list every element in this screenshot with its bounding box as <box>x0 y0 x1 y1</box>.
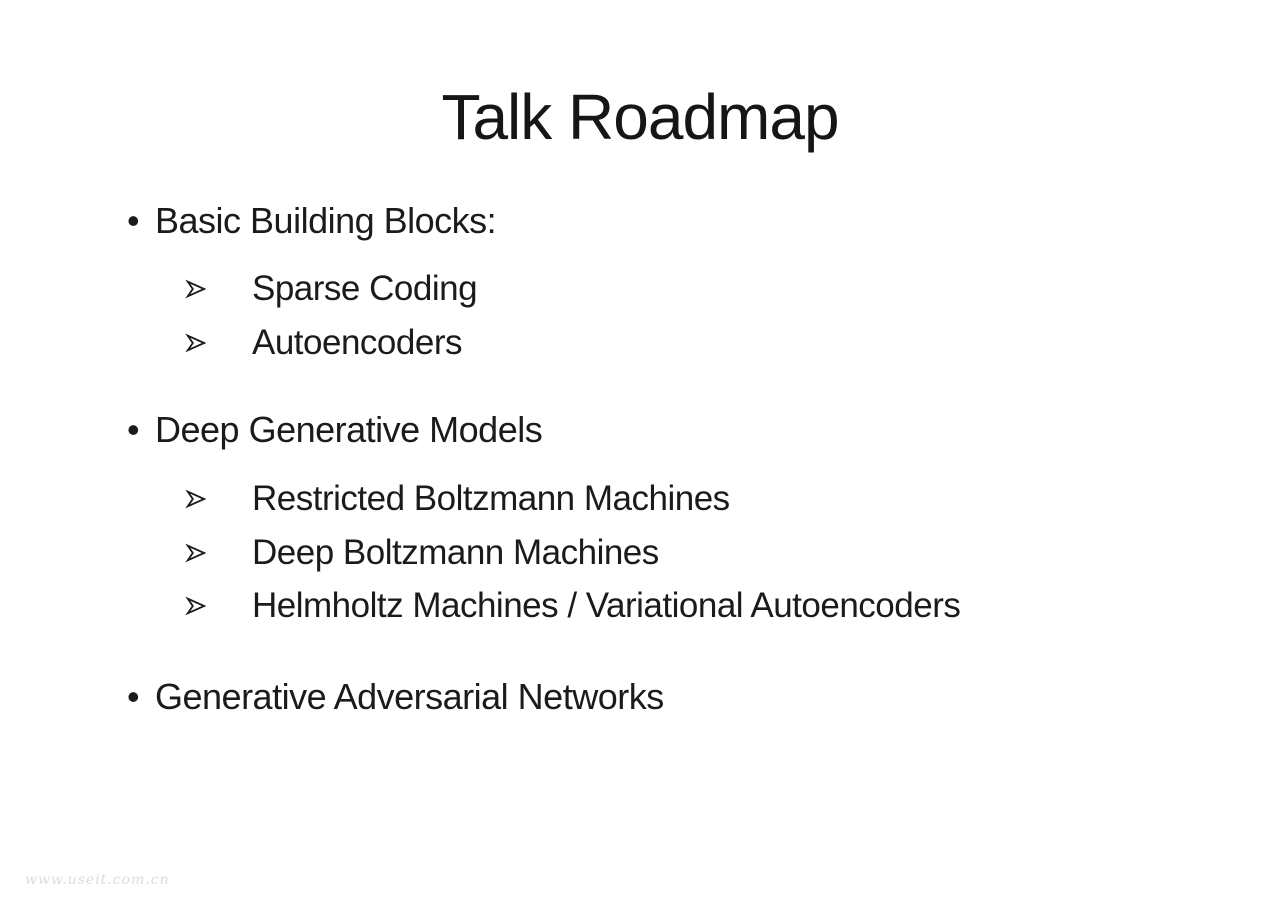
sub-bullet-helmholtz-vae: Helmholtz Machines / Variational Autoenc… <box>185 586 961 625</box>
arrow-bullet-icon <box>185 333 252 353</box>
arrow-bullet-icon <box>185 596 252 616</box>
sub-bullet-sparse-coding: Sparse Coding <box>185 269 478 308</box>
sub-bullet-label: Sparse Coding <box>252 269 478 308</box>
sub-bullet-restricted-boltzmann-machines: Restricted Boltzmann Machines <box>185 481 730 516</box>
bullet-item-basic-building-blocks: • Basic Building Blocks: <box>127 200 497 241</box>
arrow-bullet-icon <box>185 543 252 563</box>
bullet-label: Deep Generative Models <box>155 409 543 450</box>
sub-bullet-label: Autoencoders <box>252 323 462 362</box>
sub-bullet-autoencoders: Autoencoders <box>185 325 462 360</box>
sub-bullet-label: Restricted Boltzmann Machines <box>252 479 730 518</box>
bullet-label: Basic Building Blocks: <box>155 200 497 241</box>
bullet-item-generative-adversarial-networks: • Generative Adversarial Networks <box>127 679 664 715</box>
slide-title: Talk Roadmap <box>441 81 839 153</box>
dot-bullet-icon: • <box>127 409 140 450</box>
arrow-bullet-icon <box>185 489 252 509</box>
watermark: www.useit.com.cn <box>25 872 170 888</box>
arrow-bullet-icon <box>185 279 252 299</box>
bullet-label: Generative Adversarial Networks <box>155 676 664 717</box>
sub-bullet-deep-boltzmann-machines: Deep Boltzmann Machines <box>185 535 659 570</box>
sub-bullet-label: Helmholtz Machines / Variational Autoenc… <box>252 586 961 625</box>
bullet-item-deep-generative-models: • Deep Generative Models <box>127 409 543 450</box>
sub-bullet-label: Deep Boltzmann Machines <box>252 533 659 572</box>
dot-bullet-icon: • <box>127 200 140 241</box>
dot-bullet-icon: • <box>127 676 140 717</box>
